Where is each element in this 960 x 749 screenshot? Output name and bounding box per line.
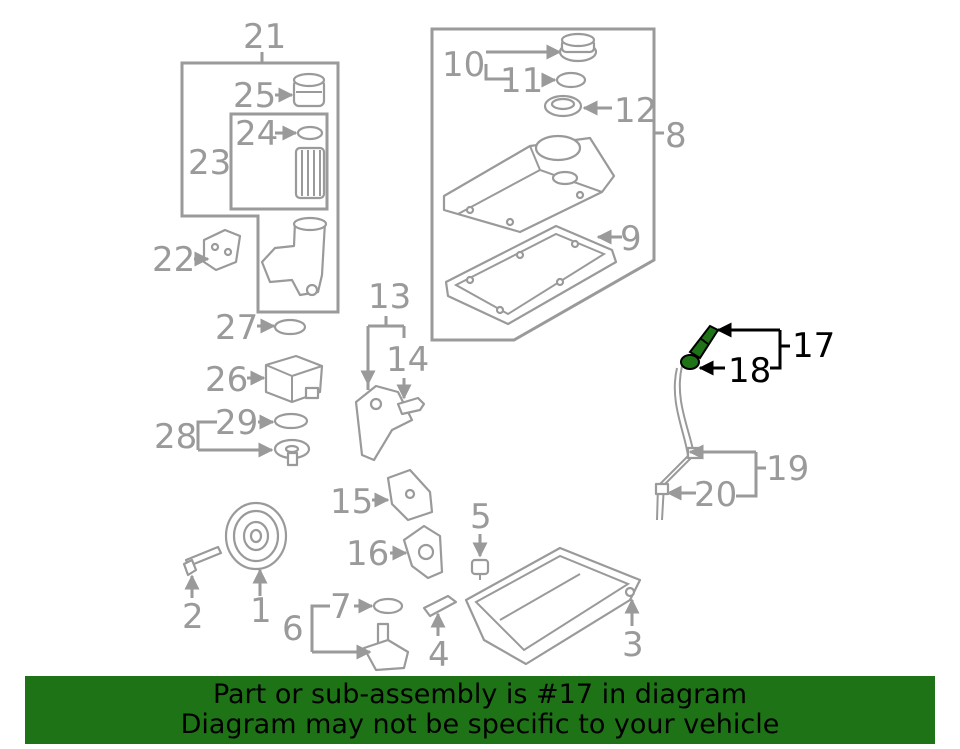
- part-8-valve-cover[interactable]: [442, 134, 616, 234]
- callout-3[interactable]: 3: [622, 625, 644, 665]
- part-10-filler-cap[interactable]: [558, 32, 598, 63]
- part-15-timing-cover-middle[interactable]: [386, 468, 434, 522]
- part-1-crankshaft-pulley[interactable]: [224, 501, 288, 571]
- callout-6[interactable]: 6: [282, 609, 304, 649]
- part-24-o-ring[interactable]: [296, 125, 324, 141]
- banner-line-part-number: Part or sub-assembly is #17 in diagram: [212, 679, 748, 710]
- callout-22[interactable]: 22: [152, 240, 195, 280]
- callout-24[interactable]: 24: [235, 114, 278, 154]
- part-26-oil-cooler[interactable]: [264, 354, 324, 404]
- callout-10[interactable]: 10: [442, 45, 485, 85]
- part-11-cap-seal[interactable]: [555, 71, 587, 89]
- callout-11[interactable]: 11: [500, 61, 543, 101]
- part-25-filter-cap[interactable]: [292, 72, 326, 108]
- part-6-oil-level-sensor[interactable]: [362, 622, 410, 672]
- callout-19[interactable]: 19: [766, 449, 809, 489]
- valve-cover-group-box: [430, 27, 656, 342]
- part-4-sealant-tube[interactable]: [422, 594, 458, 618]
- callout-7[interactable]: 7: [330, 587, 352, 627]
- callout-28[interactable]: 28: [154, 417, 197, 457]
- callout-17[interactable]: 17: [792, 326, 835, 366]
- leader-lines: [184, 44, 766, 660]
- part-16-timing-cover-lower[interactable]: [402, 524, 444, 580]
- part-3-oil-pan[interactable]: [464, 546, 642, 666]
- callout-12[interactable]: 12: [614, 91, 657, 131]
- leader-lines-highlighted: [698, 322, 790, 376]
- banner-line-disclaimer: Diagram may not be specific to your vehi…: [180, 709, 780, 740]
- part-14-bolt[interactable]: [396, 396, 426, 416]
- callout-29[interactable]: 29: [215, 403, 258, 443]
- callout-20[interactable]: 20: [694, 475, 737, 515]
- callout-8[interactable]: 8: [665, 116, 687, 156]
- info-banner: Part or sub-assembly is #17 in diagram D…: [25, 676, 935, 744]
- callout-5[interactable]: 5: [470, 497, 492, 537]
- part-17-dipstick[interactable]: [688, 324, 720, 360]
- part-28-adapter[interactable]: [273, 438, 311, 467]
- callout-16[interactable]: 16: [346, 534, 389, 574]
- callout-9[interactable]: 9: [620, 219, 642, 259]
- callout-15[interactable]: 15: [330, 482, 373, 522]
- callout-4[interactable]: 4: [428, 635, 450, 675]
- callout-26[interactable]: 26: [205, 360, 248, 400]
- part-7-seal[interactable]: [372, 597, 404, 615]
- part-5-sensor[interactable]: [470, 558, 490, 580]
- part-9-valve-cover-gasket[interactable]: [444, 224, 618, 326]
- part-21-filter-housing[interactable]: [260, 216, 328, 297]
- callout-1[interactable]: 1: [250, 591, 272, 631]
- part-22-bracket[interactable]: [202, 228, 242, 272]
- part-2-pulley-bolt[interactable]: [182, 545, 223, 577]
- callout-18[interactable]: 18: [728, 351, 771, 391]
- callout-23[interactable]: 23: [188, 143, 231, 183]
- callout-14[interactable]: 14: [386, 340, 429, 380]
- callout-27[interactable]: 27: [215, 308, 258, 348]
- callout-25[interactable]: 25: [233, 76, 276, 116]
- callout-numbers: 21 25 24 23 22 27 26 29 28 10 11 12 8 9 …: [152, 17, 835, 675]
- part-27-seal[interactable]: [273, 318, 307, 336]
- callout-13[interactable]: 13: [368, 277, 411, 317]
- callout-2[interactable]: 2: [182, 597, 204, 637]
- part-12-filler-neck[interactable]: [543, 94, 583, 118]
- part-23-filter-element[interactable]: [294, 146, 326, 200]
- part-29-gasket[interactable]: [273, 412, 309, 430]
- callout-21[interactable]: 21: [243, 17, 286, 57]
- part-18-dipstick-seal[interactable]: [680, 354, 700, 370]
